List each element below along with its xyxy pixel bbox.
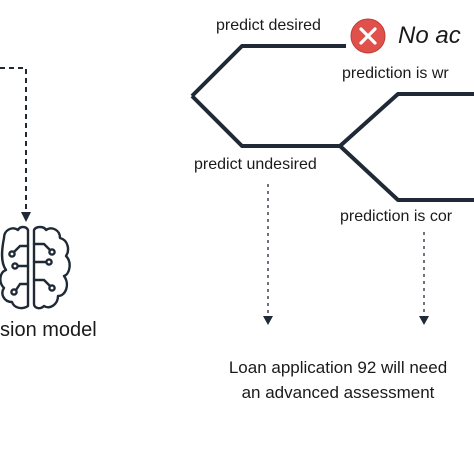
outcome-text: Loan application 92 will need an advance… xyxy=(188,355,474,405)
undesired-down-arrowhead xyxy=(263,316,273,325)
no-action-label: No ac xyxy=(398,22,461,49)
model-label: sion model xyxy=(0,319,97,341)
split-branch-correct xyxy=(338,144,474,202)
outcome-line-1: Loan application 92 will need xyxy=(228,358,448,377)
brain-circuit-icon xyxy=(0,225,71,310)
x-circle-icon xyxy=(350,18,386,54)
split-branch-undesired xyxy=(190,94,340,148)
prediction-wrong-label: prediction is wr xyxy=(342,65,449,82)
predict-undesired-label: predict undesired xyxy=(194,156,317,173)
predict-desired-label: predict desired xyxy=(216,17,321,34)
split-branch-wrong xyxy=(338,92,474,148)
input-connector-arrowhead xyxy=(21,212,31,222)
correct-down-arrowhead xyxy=(419,316,429,325)
input-connector-line xyxy=(0,67,27,214)
prediction-correct-label: prediction is cor xyxy=(340,208,453,225)
outcome-line-2: an advanced assessment xyxy=(241,383,435,402)
split-branch-desired xyxy=(190,44,346,98)
